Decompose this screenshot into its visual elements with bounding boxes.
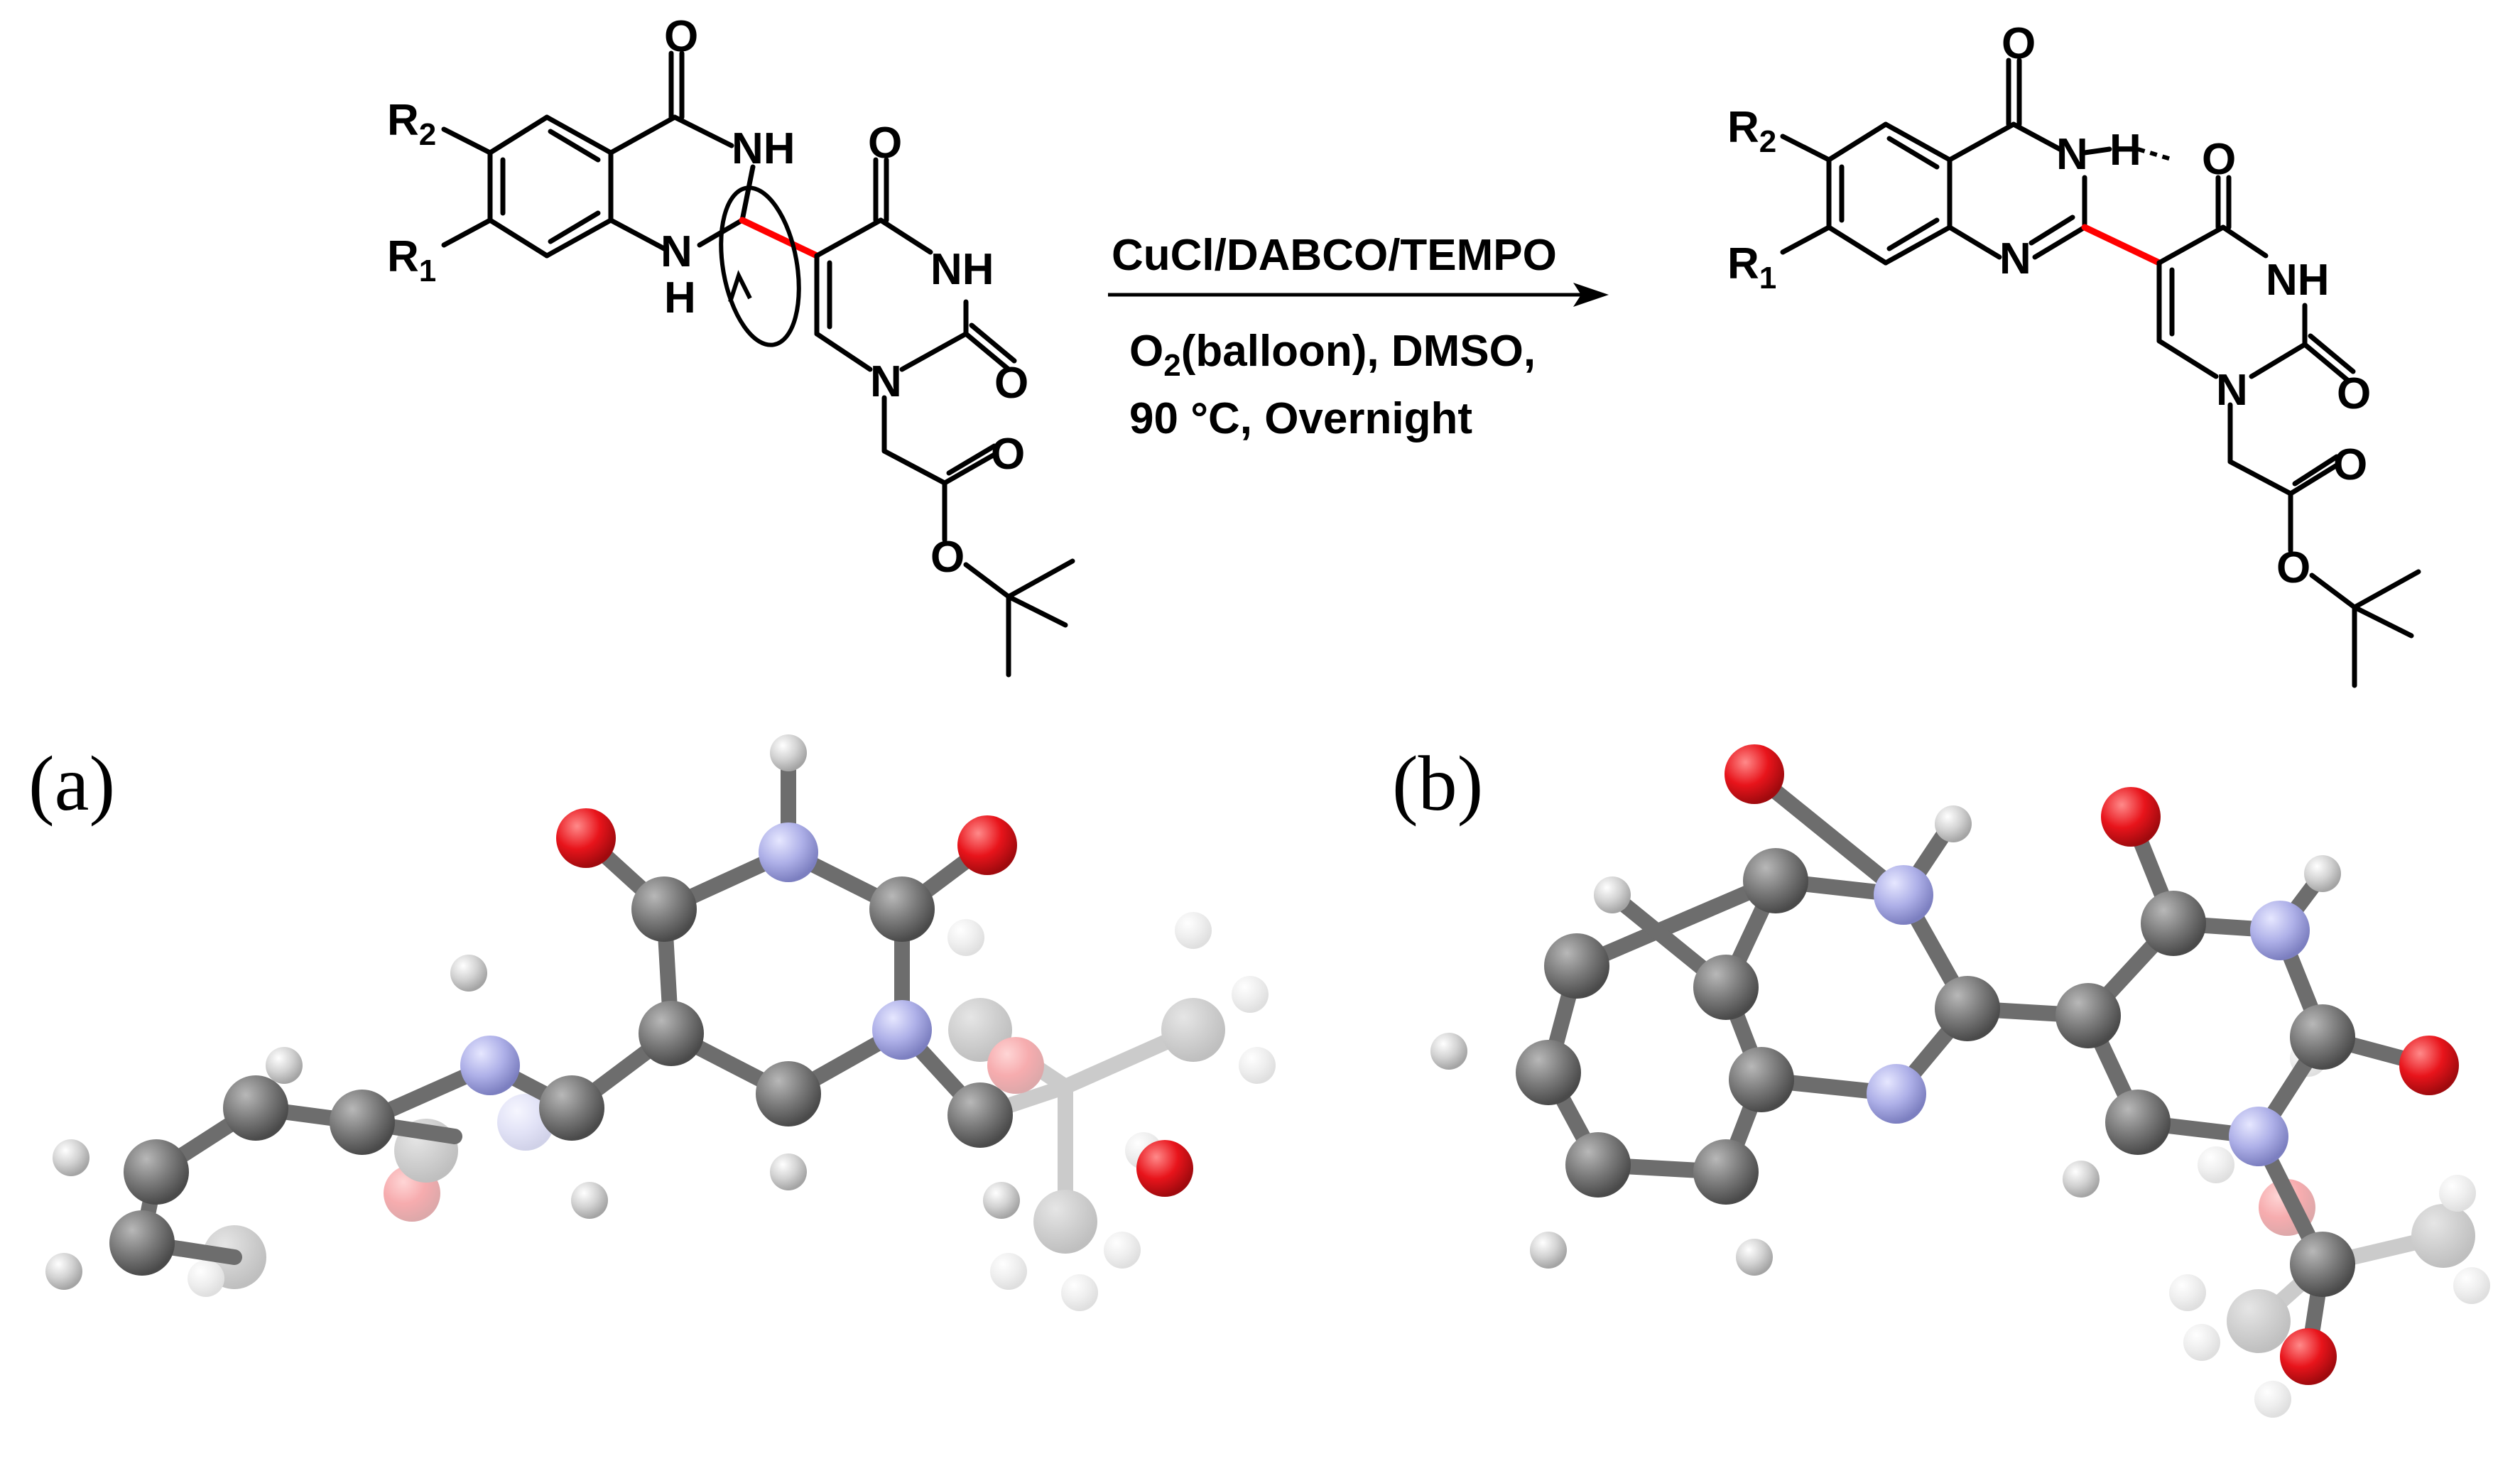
product-nh-uracil: NH [2266, 256, 2330, 305]
reactant-o-uracil-top: O [868, 119, 902, 168]
reaction-arrow-group: CuCl/DABCO/TEMPO O2(balloon), DMSO, 90 °… [1108, 231, 1609, 443]
reactant-r2-label: R2 [387, 96, 436, 152]
reactant-h-lower: H [664, 273, 696, 322]
model-a-3d-structure [45, 734, 1276, 1311]
conditions-line-1: CuCl/DABCO/TEMPO [1112, 231, 1557, 280]
atom-c [2055, 983, 2121, 1048]
atom-c [1729, 1047, 1794, 1112]
atom-c [1693, 1139, 1759, 1205]
atom-c [1935, 976, 2000, 1041]
atom-c [756, 1061, 821, 1126]
atom-o [2101, 787, 2161, 847]
atom-o [2399, 1036, 2459, 1095]
reactant-structure: R2 R1 O NH N H O NH O N O O [387, 12, 1075, 678]
reactant-o-top: O [664, 12, 698, 61]
reactant-o-uracil-right: O [994, 359, 1028, 408]
arrow-head-icon [1573, 283, 1609, 307]
atom-c [2290, 1004, 2355, 1070]
reactant-nh-upper: NH [732, 124, 795, 173]
atom-n [1867, 1064, 1926, 1124]
reactant-o-ester: O [930, 533, 965, 582]
product-r1-label: R1 [1727, 239, 1776, 295]
product-structure: R2 R1 O N H O N NH O N O O [1727, 19, 2421, 688]
atom-c [1565, 1132, 1631, 1198]
reactant-o-carbonyl: O [991, 430, 1025, 479]
product-o-top: O [2002, 19, 2036, 68]
reactant-n-uracil: N [870, 357, 902, 406]
atom-c [1516, 1040, 1581, 1105]
product-n-lower: N [1999, 234, 2031, 283]
product-r2-label: R2 [1727, 103, 1776, 159]
atom-o [1725, 744, 1784, 804]
atom-n [759, 822, 818, 882]
atom-c [330, 1090, 395, 1155]
atom-c [1743, 848, 1808, 913]
reactant-n-lower: N [661, 227, 693, 276]
product-o-uracil-right: O [2337, 369, 2371, 418]
atom-n [2250, 901, 2310, 960]
atom-n [1874, 865, 1933, 925]
panel-b-label: (b) [1392, 740, 1483, 827]
atom-c [869, 876, 935, 942]
reactant-nh-uracil: NH [930, 245, 994, 294]
atom-o [957, 815, 1017, 875]
atom-c [223, 1075, 288, 1141]
product-o-carbonyl: O [2333, 440, 2367, 489]
product-o-ester: O [2276, 543, 2310, 592]
model-b-3d-structure [1430, 744, 2490, 1418]
product-n-hbond: N [2056, 130, 2088, 179]
atom-o [1136, 1140, 1193, 1197]
atom-c [1693, 955, 1759, 1020]
atom-c [631, 876, 697, 942]
atom-o [556, 808, 616, 868]
atom-c [1544, 933, 1609, 999]
product-n-uracil: N [2216, 366, 2248, 415]
atom-o [2280, 1328, 2337, 1385]
atom-c [2105, 1090, 2171, 1155]
atom-n [460, 1036, 520, 1095]
atom-c [539, 1075, 604, 1141]
atom-c [109, 1210, 175, 1276]
atom-c [639, 1001, 704, 1066]
atom-n [2229, 1107, 2288, 1166]
product-o-hbond: O [2202, 135, 2236, 184]
product-h-hbond: H [2109, 126, 2141, 175]
conditions-line-3: 90 °C, Overnight [1129, 394, 1472, 443]
conditions-line-2: O2(balloon), DMSO, [1129, 327, 1536, 383]
atom-c [2290, 1232, 2355, 1297]
atom-c [2141, 891, 2206, 956]
atom-c [124, 1139, 189, 1205]
atom-c [947, 1082, 1013, 1148]
panel-a-label: (a) [28, 740, 115, 827]
atom-n [872, 1000, 932, 1060]
reactant-r1-label: R1 [387, 232, 436, 288]
